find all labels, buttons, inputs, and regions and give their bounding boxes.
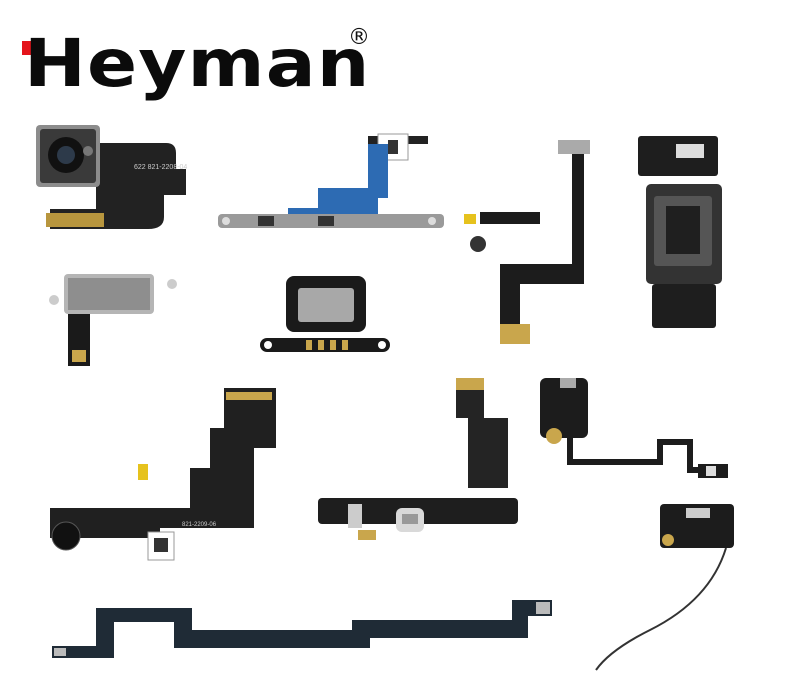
- front-camera-flex: 821-2209-06: [40, 388, 280, 566]
- rear-camera-module: 622 821-2208-04: [36, 125, 216, 237]
- front-camera-image: 821-2209-06: [50, 388, 276, 561]
- gps-antenna-cable: [590, 500, 740, 676]
- power-button-flex: [460, 134, 590, 354]
- vibrator-image: [49, 274, 177, 366]
- brand-logo: Heyman ®: [18, 25, 378, 105]
- volume-button-flex: [218, 128, 444, 234]
- rear-camera-label: 622 821-2208-04: [134, 164, 187, 171]
- logo-wordmark: Heyman: [24, 25, 371, 102]
- logo-accent-square: [22, 41, 36, 55]
- wifi-antenna-flex: [540, 378, 730, 482]
- gps-antenna-image: [595, 504, 734, 671]
- registered-trademark-mark: ®: [348, 25, 370, 50]
- volume-flex-image: [218, 133, 444, 228]
- loudspeaker-image: [638, 136, 722, 328]
- loudspeaker-module: [638, 136, 724, 336]
- front-camera-label: 821-2209-06: [182, 522, 217, 528]
- power-flex-image: [464, 140, 590, 344]
- rear-camera-image: 622 821-2208-04: [36, 125, 187, 229]
- vibrator-motor: [48, 270, 178, 368]
- earpiece-image: [260, 276, 390, 352]
- charging-port-flex: [318, 378, 530, 544]
- antenna-flex-image: [52, 600, 552, 658]
- antenna-flex-long: [52, 596, 562, 664]
- charging-port-image: [318, 378, 518, 540]
- wifi-antenna-image: [540, 378, 728, 478]
- earpiece-speaker: [260, 274, 390, 358]
